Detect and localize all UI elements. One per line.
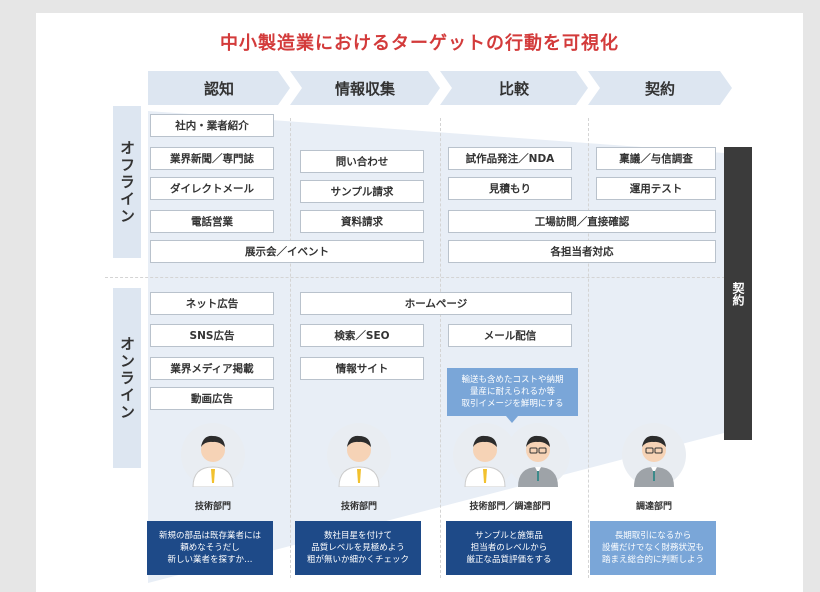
persona-note: サンプルと施策品 担当者のレベルから 厳正な品質評価をする bbox=[446, 521, 572, 575]
channel-box: 試作品発注／NDA bbox=[448, 147, 572, 170]
persona-dept: 技術部門 bbox=[340, 502, 377, 512]
persona-dept: 技術部門／調達部門 bbox=[469, 502, 551, 512]
contract-bar: 契約 bbox=[724, 147, 752, 440]
stage-keiyaku-label: 契約 bbox=[644, 79, 675, 98]
persona-note-text: 数社目星を付けて 品質レベルを見極めよう 粗が無いか細かくチェック bbox=[306, 531, 409, 565]
channel-box-wide: 展示会／イベント bbox=[150, 240, 424, 263]
channel-box: 情報サイト bbox=[300, 357, 424, 380]
channel-box: 運用テスト bbox=[596, 177, 716, 200]
column-divider bbox=[290, 118, 291, 578]
stage-hikaku-label: 比較 bbox=[498, 79, 529, 98]
person-glasses-icon bbox=[622, 423, 686, 487]
channel-box: 電話営業 bbox=[150, 210, 274, 233]
online-char: オンライン bbox=[118, 335, 136, 421]
person-icon bbox=[181, 423, 245, 487]
page-title: 中小製造業におけるターゲットの行動を可視化 bbox=[220, 33, 619, 54]
channel-box: 動画広告 bbox=[150, 387, 274, 410]
bubble-text: 輸送も含めたコストや納期 量産に耐えられるか等 取引イメージを鮮明にする bbox=[461, 375, 564, 409]
offline-label: オフライン bbox=[113, 106, 141, 258]
persona-note-text: 新規の部品は既存業者には 頼めなそうだし 新しい業者を探すか… bbox=[158, 531, 261, 565]
persona-note: 新規の部品は既存業者には 頼めなそうだし 新しい業者を探すか… bbox=[147, 521, 273, 575]
stage-joho: 情報収集 bbox=[290, 71, 440, 105]
persona-note: 長期取引になるから 設備だけでなく財務状況も 踏まえ総合的に判断しよう bbox=[590, 521, 716, 575]
bubble-tail bbox=[506, 416, 518, 423]
column-divider bbox=[440, 118, 441, 578]
offline-char: オフライン bbox=[118, 139, 136, 225]
person-icon bbox=[327, 423, 391, 487]
channel-box: ネット広告 bbox=[150, 292, 274, 315]
person-glasses-icon bbox=[506, 423, 570, 487]
stage-joho-label: 情報収集 bbox=[334, 79, 395, 98]
channel-box: メール配信 bbox=[448, 324, 572, 347]
stage-hikaku: 比較 bbox=[440, 71, 588, 105]
persona-note: 数社目星を付けて 品質レベルを見極めよう 粗が無いか細かくチェック bbox=[295, 521, 421, 575]
channel-box: 検索／SEO bbox=[300, 324, 424, 347]
stage-ninchi-label: 認知 bbox=[203, 79, 234, 98]
channel-box: SNS広告 bbox=[150, 324, 274, 347]
channel-box: 見積もり bbox=[448, 177, 572, 200]
contract-label: 契約 bbox=[731, 281, 745, 306]
persona-dept: 調達部門 bbox=[635, 502, 672, 512]
persona-note-text: サンプルと施策品 担当者のレベルから 厳正な品質評価をする bbox=[466, 531, 552, 565]
channel-box-wide: ホームページ bbox=[300, 292, 572, 315]
comparison-bubble: 輸送も含めたコストや納期 量産に耐えられるか等 取引イメージを鮮明にする bbox=[447, 368, 578, 416]
channel-box-wide: 工場訪問／直接確認 bbox=[448, 210, 716, 233]
channel-box: サンプル請求 bbox=[300, 180, 424, 203]
channel-box: 業界メディア掲載 bbox=[150, 357, 274, 380]
channel-box: 資料請求 bbox=[300, 210, 424, 233]
section-divider bbox=[105, 277, 725, 278]
persona-note-text: 長期取引になるから 設備だけでなく財務状況も 踏まえ総合的に判断しよう bbox=[601, 531, 704, 565]
channel-box: 稟議／与信調査 bbox=[596, 147, 716, 170]
channel-box: 業界新聞／専門誌 bbox=[150, 147, 274, 170]
column-divider bbox=[588, 118, 589, 578]
online-label: オンライン bbox=[113, 288, 141, 468]
diagram-card: 中小製造業におけるターゲットの行動を可視化 認知 情報収集 比較 契約 オフライ… bbox=[36, 13, 803, 592]
stage-keiyaku: 契約 bbox=[588, 71, 732, 105]
channel-box: 問い合わせ bbox=[300, 150, 424, 173]
channel-box: 社内・業者紹介 bbox=[150, 114, 274, 137]
channel-box-wide: 各担当者対応 bbox=[448, 240, 716, 263]
person-icon bbox=[453, 423, 517, 487]
channel-box: ダイレクトメール bbox=[150, 177, 274, 200]
stage-ninchi: 認知 bbox=[148, 71, 290, 105]
persona-dept: 技術部門 bbox=[194, 502, 231, 512]
